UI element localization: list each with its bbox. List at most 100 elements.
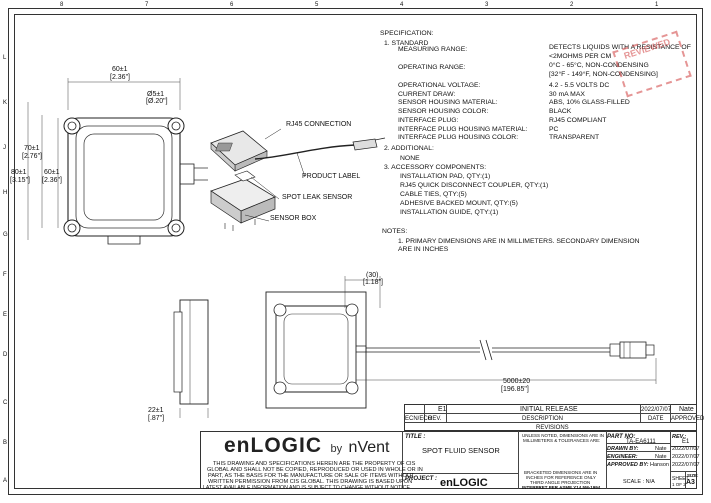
callout-product-label: PRODUCT LABEL — [302, 173, 361, 180]
disclaimer-line: LATEST AVAILABLE INFORMATION AND IS SUBJ… — [203, 485, 410, 491]
zone-ref: E — [3, 312, 8, 318]
dim-side: 22±1 — [148, 407, 164, 414]
spec-value: PC — [549, 126, 559, 133]
dim-hole-in: [Ø.20"] — [146, 98, 168, 105]
accessory-item: RJ45 QUICK DISCONNECT COUPLER, QTY:(1) — [400, 182, 549, 189]
zone-ref: H — [3, 190, 8, 196]
dim-hole: Ø5±1 — [147, 91, 165, 98]
spec-accessory: 3. ACCESSORY COMPONENTS: — [384, 164, 487, 171]
disclaimer-line: GLOBAL AND SHALL NOT BE COPIED, REPRODUC… — [207, 467, 423, 473]
rev-h-approved: APPROVED — [671, 416, 705, 422]
spec-label: INTERFACE PLUG HOUSING MATERIAL: — [398, 126, 528, 133]
spec-additional-value: NONE — [400, 155, 420, 162]
approved-by: Hanson — [650, 462, 669, 468]
zone-ref: F — [3, 272, 7, 278]
rev-h-date: DATE — [648, 416, 664, 422]
dim-width-in: [2.36"] — [110, 74, 130, 81]
logo-by: by — [330, 443, 343, 455]
spec-label: OPERATING RANGE: — [398, 64, 466, 71]
exploded-view-drawing — [210, 128, 386, 231]
disclaimer-line: PART, AS THE BASIS FOR THE MANUFACTURE O… — [208, 473, 415, 479]
rev-value: E1 — [438, 406, 447, 413]
interpret-note: INTERPRET PER ASME Y14.5M-1994 — [522, 485, 601, 490]
dim-side-in: [.87"] — [148, 415, 165, 422]
disclaimer-line: WRITTEN PERMISSION FROM CIS GLOBAL. THIS… — [208, 479, 413, 485]
tolerance-note: UNLESS NOTED, DIMENSIONS ARE IN — [522, 433, 605, 438]
spec-additional: 2. ADDITIONAL: — [384, 145, 434, 152]
scale: SCALE : N/A — [623, 479, 655, 485]
spec-value: ABS, 10% GLASS-FILLED — [549, 99, 630, 106]
spec-label: INTERFACE PLUG: — [398, 117, 459, 124]
project-name: enLOGIC — [440, 477, 488, 489]
part-no: TA-EA6111 — [626, 439, 656, 445]
engineer-label: ENGINEER: — [607, 454, 638, 460]
logo-nvent: nVent — [348, 439, 390, 456]
zone-ref: 2 — [570, 2, 574, 8]
approved-by-label: APPROVED BY: — [607, 462, 649, 468]
bottom-view-drawing — [173, 276, 657, 418]
rev-h-desc: DESCRIPTION — [522, 416, 564, 422]
spec-label: INTERFACE PLUG HOUSING COLOR: — [398, 134, 519, 141]
accessory-item: CABLE TIES, QTY:(5) — [400, 191, 467, 198]
rev-h-rev: REV. — [428, 416, 442, 422]
rev-label: REV.: — [672, 434, 687, 440]
spec-value: RJ45 COMPLIANT — [549, 117, 607, 124]
zone-ref: C — [3, 400, 8, 406]
zone-ref: 8 — [60, 2, 64, 8]
dim-h70: 70±1 — [24, 145, 40, 152]
dim-width: 60±1 — [112, 66, 128, 73]
rev-code: E1 — [682, 439, 690, 445]
dim-30-in: [1.18"] — [363, 279, 383, 286]
zone-ref: 4 — [400, 2, 404, 8]
spec-value: [32°F - 149°F, NON-CONDENSING] — [549, 71, 658, 78]
project-label: PROJECT : — [405, 476, 438, 482]
spec-value: 0°C - 65°C, NON-CONDENSING — [549, 62, 649, 69]
engineer-date: 2022/07/07 — [672, 454, 700, 460]
zone-ref: K — [3, 100, 8, 106]
zone-ref: A — [3, 478, 8, 484]
zone-ref: 7 — [145, 2, 149, 8]
top-view-drawing — [27, 78, 208, 245]
spec-standard: 1. STANDARD — [384, 40, 429, 47]
bracket-note: BRACKETED DIMENSIONS ARE IN — [524, 470, 598, 475]
rev-approved: Nate — [679, 406, 694, 413]
approved-date: 2022/07/07 — [672, 462, 700, 468]
dim-cable-in: [196.85"] — [501, 386, 529, 393]
note-1b: ARE IN INCHES — [398, 246, 449, 253]
sheet-value: 1 OF 2 — [672, 482, 686, 487]
size-label: SIZE: — [687, 473, 699, 478]
rev-desc: INITIAL RELEASE — [520, 406, 578, 413]
dim-cable: 5000±20 — [503, 378, 531, 385]
drawn-by: Nate — [655, 446, 667, 452]
part-no-label: PART NO: — [607, 434, 636, 440]
accessory-item: INSTALLATION PAD, QTY:(1) — [400, 173, 491, 180]
spec-value: DETECTS LIQUIDS WITH A RESISTANCE OF — [549, 44, 691, 51]
drawing-title: SPOT FLUID SENSOR — [422, 446, 500, 455]
callout-rj45: RJ45 CONNECTION — [286, 121, 352, 128]
zone-ref: G — [3, 232, 8, 238]
enlogic-logo: enLOGIC by nVent — [224, 434, 389, 458]
callout-spot-leak: SPOT LEAK SENSOR — [282, 194, 353, 201]
notes-heading: NOTES: — [382, 228, 408, 235]
dim-h80-in: [3.15"] — [10, 177, 30, 184]
spec-heading: SPECIFICATION: — [380, 30, 434, 37]
dim-h70-in: [2.76"] — [22, 153, 42, 160]
callout-sensor-box: SENSOR BOX — [270, 215, 317, 222]
bracket-note: INCHES FOR REFERENCE ONLY — [526, 475, 596, 480]
spec-value: <2MOHMS PER CM — [549, 53, 612, 60]
zone-ref: 3 — [485, 2, 489, 8]
drawn-by-label: DRAWN BY: — [607, 446, 639, 452]
zone-ref: 6 — [230, 2, 234, 8]
spec-label: CURRENT DRAW: — [398, 91, 456, 98]
zone-ref: L — [3, 55, 7, 61]
disclaimer-line: THIS DRAWING AND SPECIFICATIONS HEREIN A… — [213, 461, 416, 467]
tolerance-note: MILLIMETERS & TOLERANCES ARE: — [523, 438, 601, 443]
title-label: TITLE : — [405, 434, 426, 440]
drawing-border — [8, 8, 703, 495]
dim-30: (30) — [366, 272, 379, 279]
spec-label: MEASURING RANGE: — [398, 46, 468, 53]
spec-value: TRANSPARENT — [549, 134, 600, 141]
rev-date: 2022/07/07 — [641, 407, 672, 413]
logo-text: enLOGIC — [224, 434, 323, 457]
dim-h60: 60±1 — [44, 169, 60, 176]
